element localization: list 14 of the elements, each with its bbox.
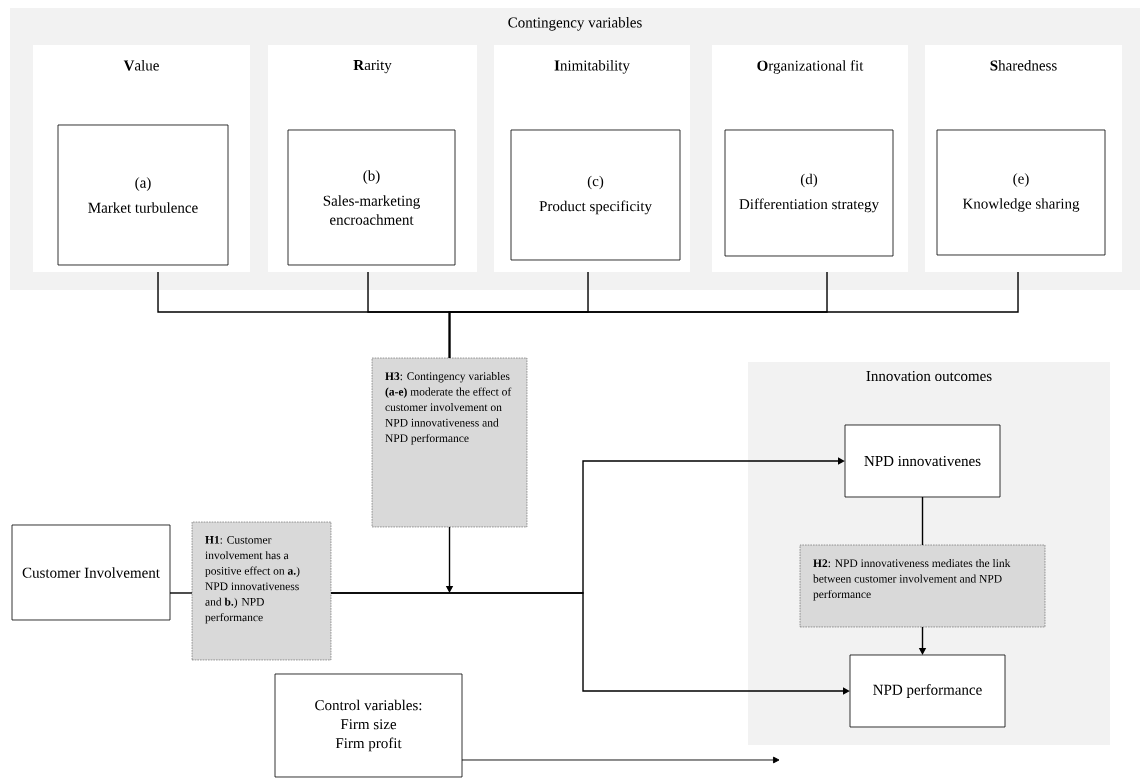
hypothesis-box: H2: NPD innovativeness mediates the link between customer involvement and NPD performance bbox=[799, 544, 1046, 628]
variable-box: (d) Differentiation strategy bbox=[724, 129, 894, 257]
outcome-box: NPD innovativenes bbox=[844, 424, 1001, 498]
arrow bbox=[330, 592, 850, 695]
arrow bbox=[461, 756, 780, 764]
variable-box: (c) Product specificity bbox=[510, 129, 681, 261]
control-box: Control variables: Firm size Firm profit bbox=[274, 673, 463, 778]
variable-box: (b) Sales-marketing encroachment bbox=[287, 129, 456, 266]
outcome-box: NPD performance bbox=[849, 654, 1006, 728]
variable-box: (e) Knowledge sharing bbox=[936, 129, 1106, 256]
concept-box: Customer Involvement bbox=[11, 524, 171, 621]
hypothesis-box: H1: Customer involvement has a positive effect on a.) NPD innovativeness and b.) NPD performance bbox=[191, 521, 332, 661]
hypothesis-box: H3: Contingency variables (a-e) moderate the effect of customer involvement on NPD innovativeness and NPD performance bbox=[371, 357, 528, 528]
variable-box: (a) Market turbulence bbox=[57, 124, 229, 266]
